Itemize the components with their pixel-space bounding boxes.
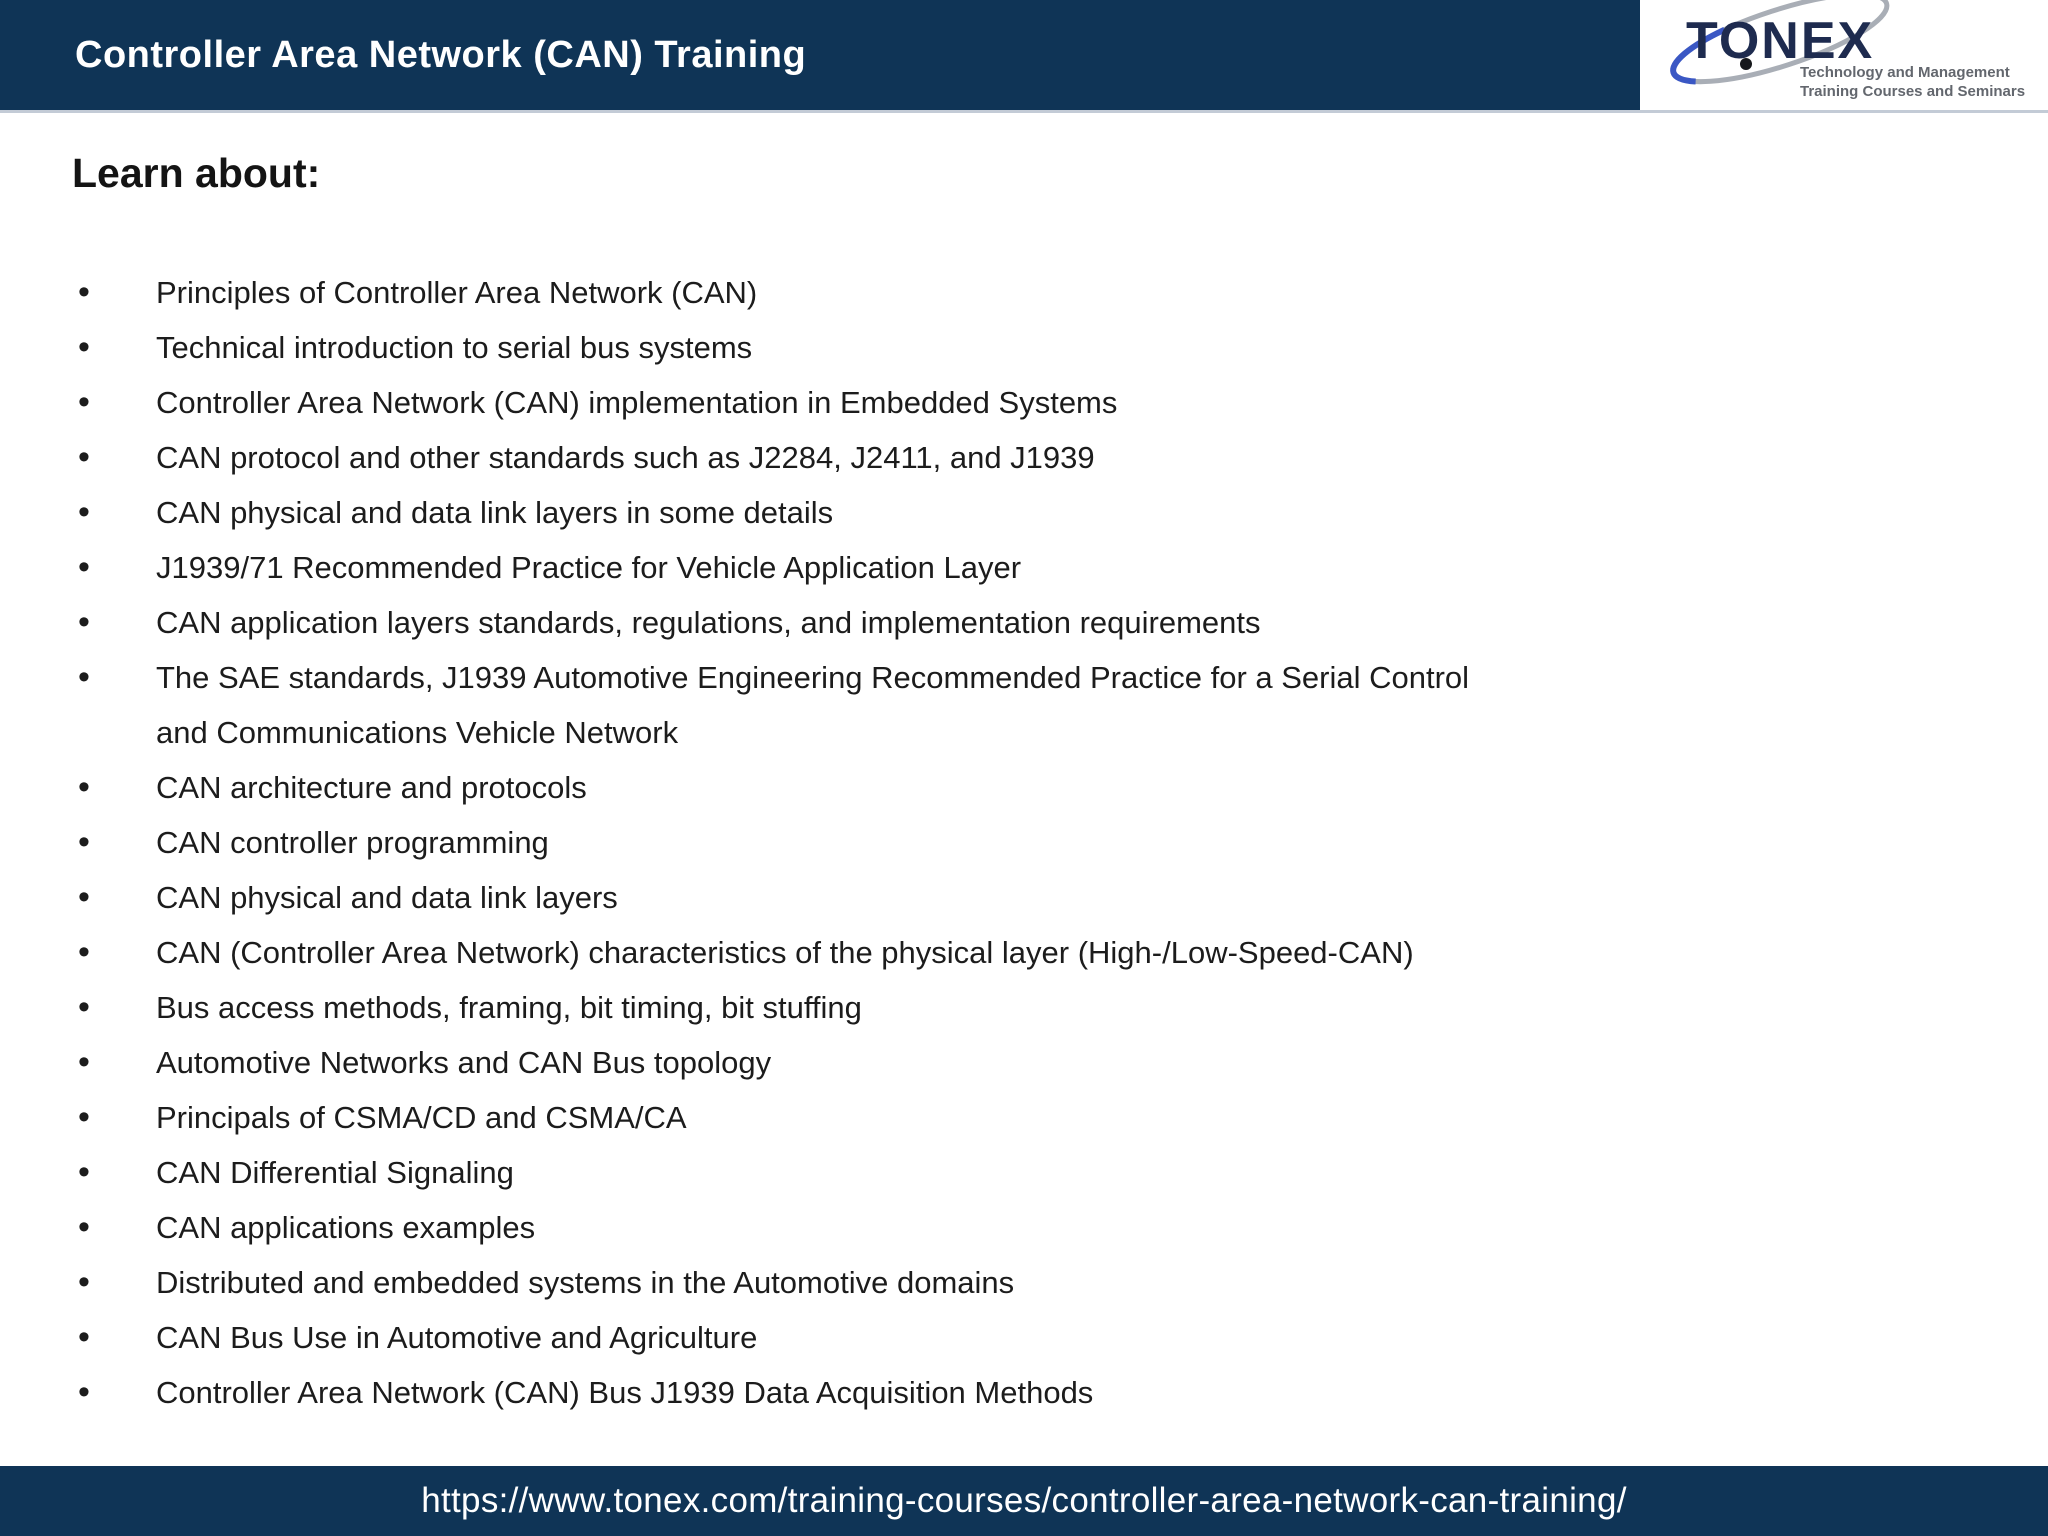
list-item: Principles of Controller Area Network (C… [78,265,1518,320]
list-item: CAN controller programming [78,815,1518,870]
list-item: CAN architecture and protocols [78,760,1518,815]
topics-list: Principles of Controller Area Network (C… [78,265,1518,1420]
list-item: CAN applications examples [78,1200,1518,1255]
orbit-ellipse-icon [1670,0,1890,85]
list-item: CAN Differential Signaling [78,1145,1518,1200]
list-item: CAN protocol and other standards such as… [78,430,1518,485]
list-item: Controller Area Network (CAN) implementa… [78,375,1518,430]
list-item: CAN Bus Use in Automotive and Agricultur… [78,1310,1518,1365]
list-item: Technical introduction to serial bus sys… [78,320,1518,375]
list-item: Distributed and embedded systems in the … [78,1255,1518,1310]
list-item: Bus access methods, framing, bit timing,… [78,980,1518,1035]
learn-about-heading: Learn about: [72,150,321,196]
logo-brand-text: TONEX [1686,12,1874,70]
list-item: Principals of CSMA/CD and CSMA/CA [78,1090,1518,1145]
logo-tagline-line2: Training Courses and Seminars [1800,83,2025,100]
list-item: Controller Area Network (CAN) Bus J1939 … [78,1365,1518,1420]
course-url: https://www.tonex.com/training-courses/c… [421,1481,1627,1520]
tonex-logo-graphic: TONEX Technology and Management Training… [1670,0,2025,100]
list-item: CAN (Controller Area Network) characteri… [78,925,1518,980]
list-item: J1939/71 Recommended Practice for Vehicl… [78,540,1518,595]
list-item: Automotive Networks and CAN Bus topology [78,1035,1518,1090]
header-title-bar: Controller Area Network (CAN) Training [0,0,1640,110]
slide-footer: https://www.tonex.com/training-courses/c… [0,1466,2048,1536]
list-item: The SAE standards, J1939 Automotive Engi… [78,650,1518,760]
logo-dot-icon [1740,58,1752,70]
logo-tagline-line1: Technology and Management [1800,64,2010,81]
slide-header: Controller Area Network (CAN) Training T… [0,0,2048,113]
page-title: Controller Area Network (CAN) Training [75,33,807,76]
list-item: CAN application layers standards, regula… [78,595,1518,650]
tonex-logo: TONEX Technology and Management Training… [1640,0,2048,110]
list-item: CAN physical and data link layers [78,870,1518,925]
slide-body: Learn about: Principles of Controller Ar… [72,150,1982,1420]
list-item: CAN physical and data link layers in som… [78,485,1518,540]
